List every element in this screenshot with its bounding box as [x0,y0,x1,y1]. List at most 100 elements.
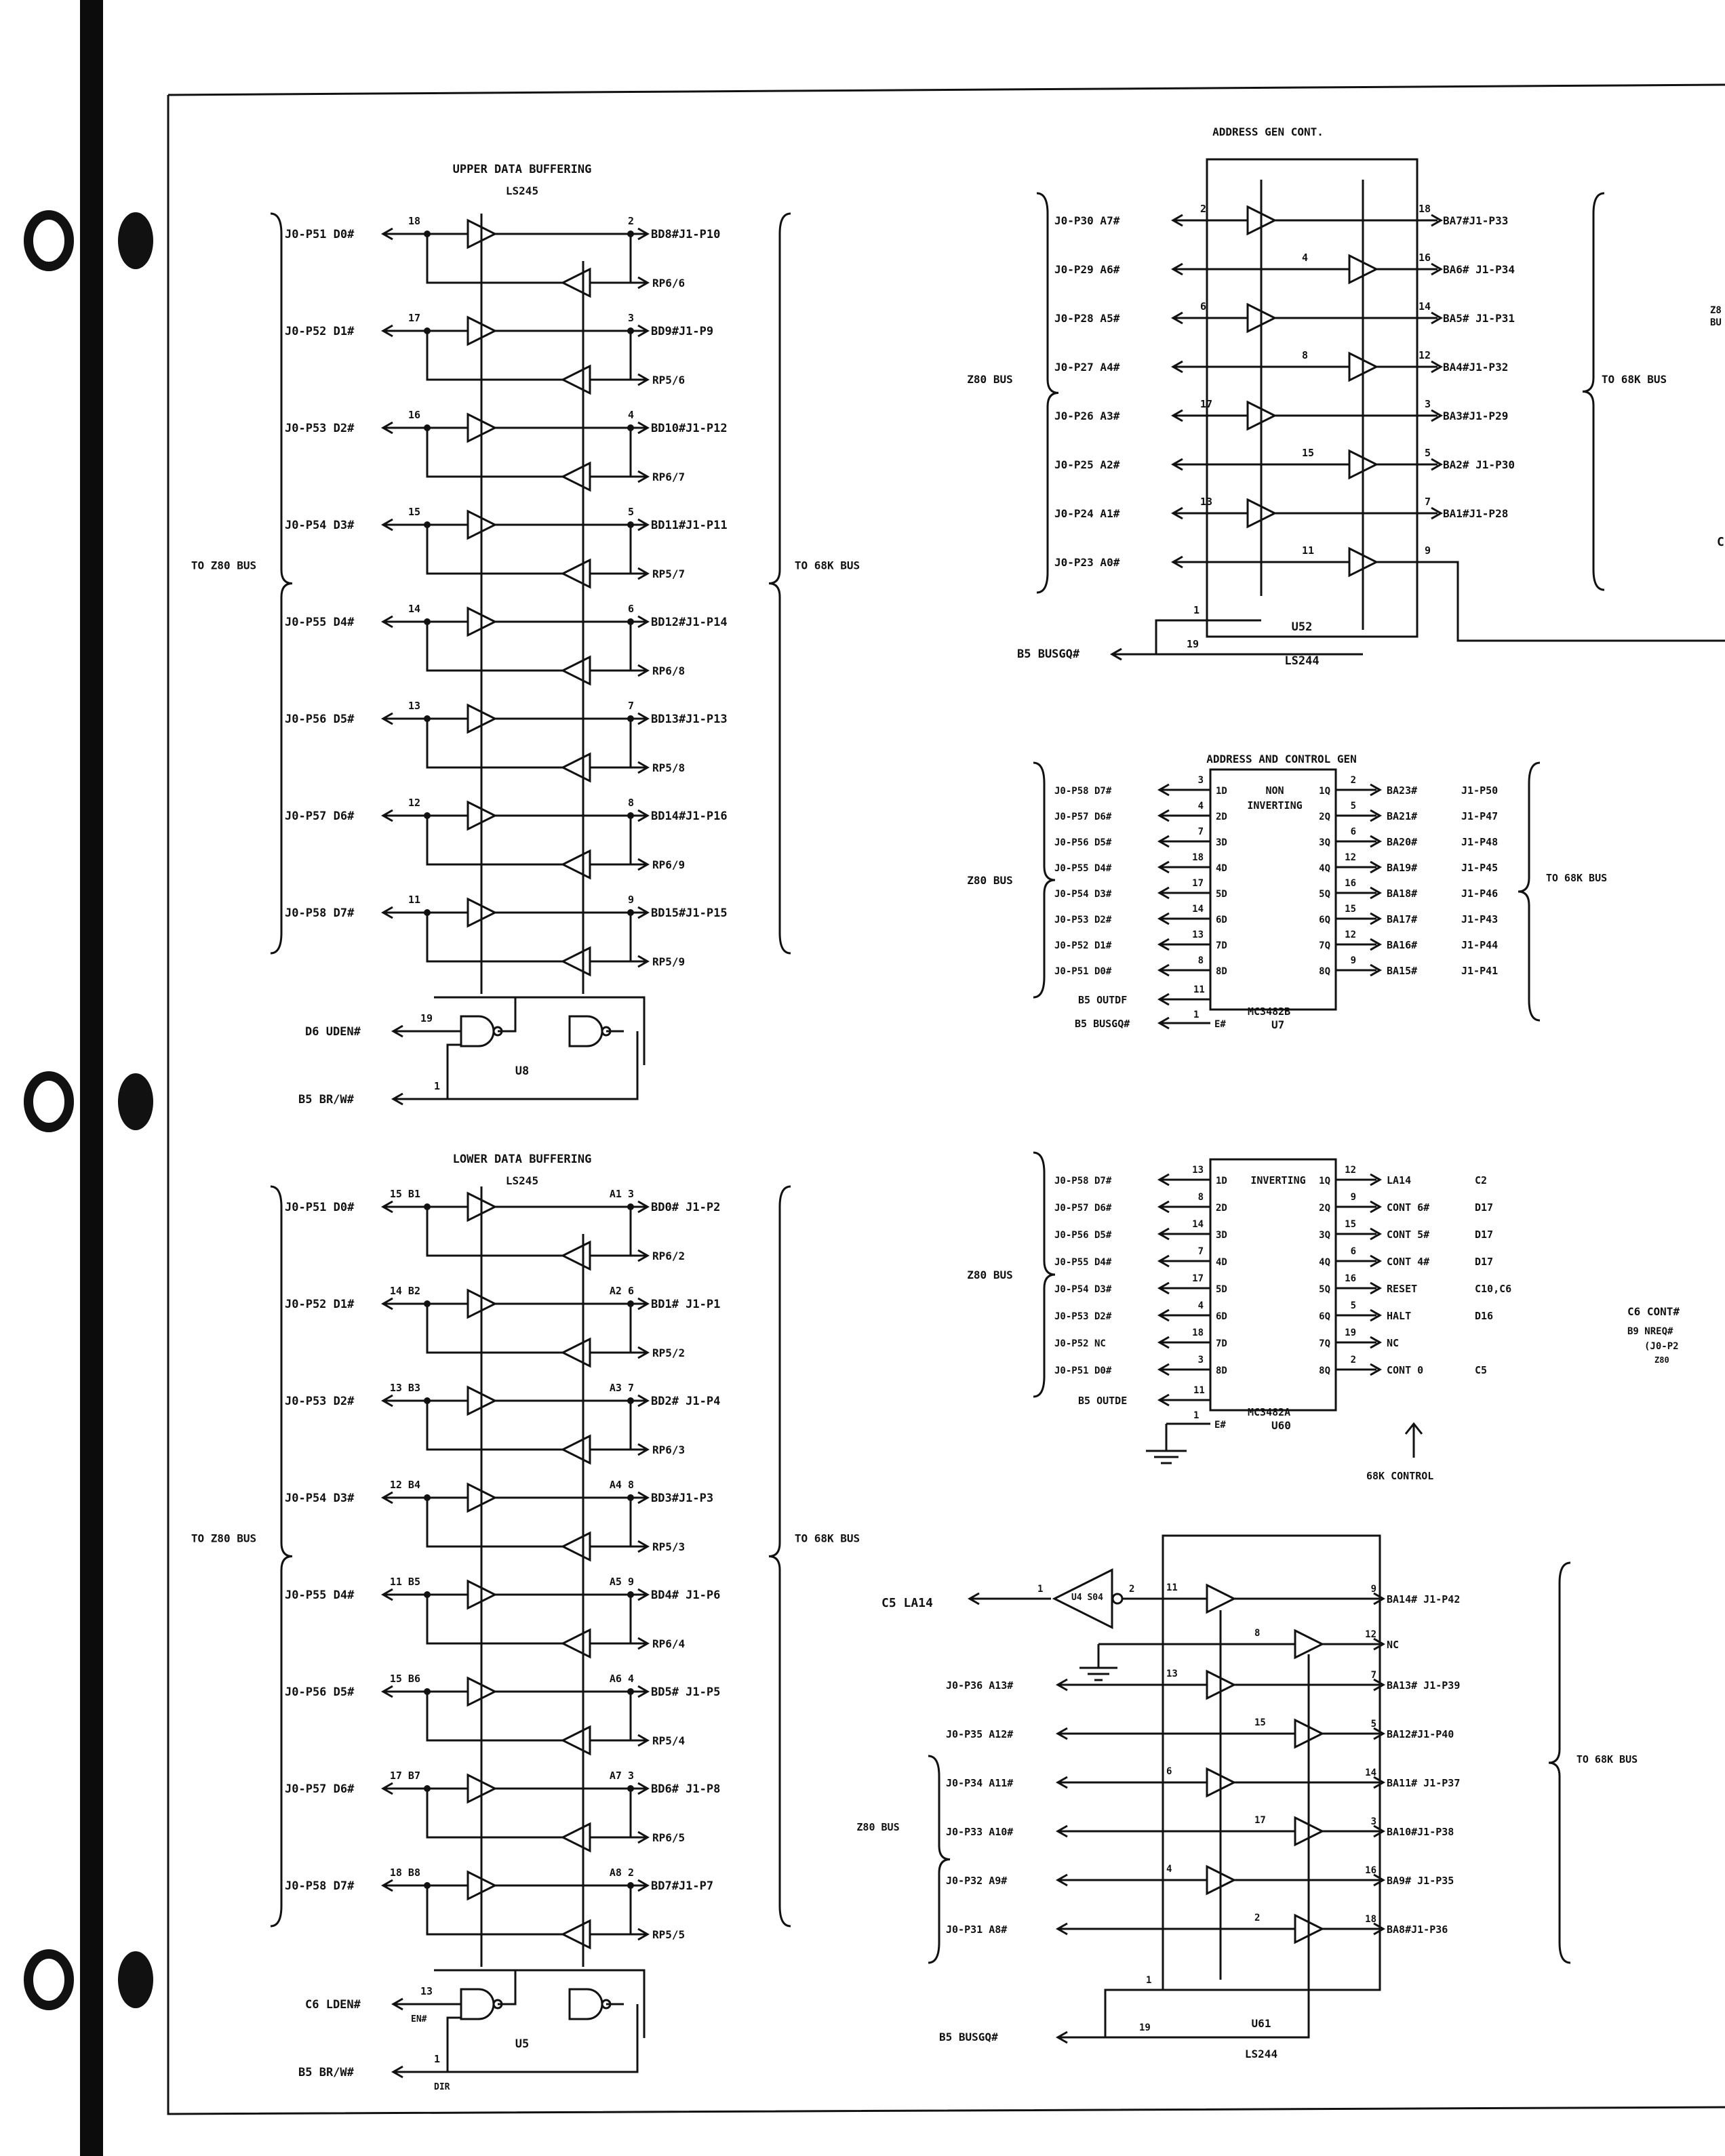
pin-number: 16 [1419,252,1431,264]
arrow-right [637,1588,650,1601]
pin-number: A8 2 [610,1866,634,1879]
input-label: J0-P53 D2# [1054,915,1112,925]
pin-number: 7 [1198,1246,1204,1257]
pin-number: 12 [1345,1165,1356,1176]
pin-number: 2 [1200,203,1206,215]
pullup-label: RP5/7 [652,567,685,580]
chip-label: LS245 [506,1174,538,1187]
output-label: NC [1387,1337,1399,1349]
left-bus-brace [1033,1151,1056,1398]
arrow-right [1431,409,1444,422]
edge-fragment: B9 NREQ# [1627,1326,1673,1337]
wire [426,428,563,478]
control-wire [393,2016,461,2073]
arrow-right [637,1540,650,1553]
input-label: J0-P55 D4# [1054,863,1112,874]
connector-label: J1-P44 [1461,939,1498,951]
wire [426,1401,563,1451]
pin-number: 9 [1351,955,1356,966]
output-label: BA15# [1387,965,1417,977]
pin-number: A3 7 [610,1382,634,1394]
edge-fragment: Z80 [1654,1355,1669,1365]
arrow-right [637,567,650,580]
arrow-right [1370,835,1383,848]
pin-number: 19 [1139,2022,1151,2033]
input-label: J0-P29 A6# [1054,263,1120,276]
wire [426,525,563,575]
arrow-right [637,373,650,386]
edge-fragment: (J0-P2 [1644,1341,1679,1352]
right-bus-brace [1548,1561,1571,1964]
right-bus-brace [768,1185,791,1928]
section-title: ADDRESS GEN CONT. [1212,125,1324,138]
left-bus-label: Z80 BUS [856,1821,899,1833]
pin-number: 4 [1166,1864,1172,1875]
driver-to-z80 [560,461,591,492]
pin-number: 7 [1425,496,1431,508]
arrow-right [637,1782,650,1795]
arrow-right [1431,360,1444,374]
pin-function: 4Q [1319,863,1330,874]
pin-function: 8Q [1319,966,1330,977]
wire [426,622,563,672]
arrow-right [1370,860,1383,874]
input-label: J0-P52 D1# [285,325,355,338]
pin-function: 2Q [1319,1203,1330,1214]
pin-function: 6Q [1319,915,1330,925]
arrow-right [1431,506,1444,520]
arrow-right [637,1831,650,1844]
pin-number: 1 [1193,1010,1199,1020]
pin-number: 3 [1198,775,1204,786]
pin-number: 12 [1345,930,1356,940]
input-label: J0-P51 D0# [285,228,355,241]
pin-number: 5 [1371,1719,1376,1730]
pullup-label: RP6/5 [652,1831,685,1844]
left-bus-brace [1033,761,1056,999]
nand-gate-b [568,1988,603,2020]
connector-label: J1-P47 [1461,810,1498,822]
chip-outline [1206,158,1419,638]
control-wire [434,996,646,1065]
input-label: J0-P57 D6# [285,810,355,823]
driver-to-z80 [560,752,591,783]
output-label: BA23# [1387,784,1417,797]
buffer [1294,1629,1325,1660]
wire [426,1885,563,1936]
pin-number: 3 [1371,1816,1376,1827]
pin-number: 18 [1365,1914,1376,1925]
input-label: J0-P52 D1# [1054,940,1112,951]
edge-fragment: Z8 [1710,305,1722,316]
arrow-right [637,1879,650,1892]
binder-ring-middle [24,1071,74,1132]
left-bus-label: Z80 BUS [967,1269,1012,1281]
control-label: B5 BUSGQ# [1075,1018,1130,1030]
output-label: BD9#J1-P9 [651,325,713,338]
arrow-right [637,1928,650,1941]
driver-to-z80 [560,1628,591,1659]
edge-fragment: C [1717,535,1724,549]
pin-function: 7Q [1319,940,1330,951]
driver-to-z80 [560,267,591,298]
input-label: J0-P52 D1# [285,1298,355,1311]
edge-fragment: BU [1710,317,1722,328]
output-label: BD7#J1-P7 [651,1879,713,1893]
right-bus-label: TO 68K BUS [1546,872,1607,884]
reference-label: C5 [1475,1364,1487,1376]
arrow-right [637,955,650,968]
output-label: BD3#J1-P3 [651,1492,713,1505]
reference-label: D17 [1475,1256,1493,1268]
control-label: B5 OUTDF [1078,994,1127,1006]
left-bus-brace [270,1185,293,1928]
pin-number: 14 [408,603,420,615]
output-label: BA4#J1-P32 [1443,361,1508,374]
pin-function: 2D [1216,1203,1227,1214]
pin-function: 2D [1216,812,1227,822]
driver-to-z80 [560,655,591,686]
chip-label: MC3482A [1248,1406,1290,1418]
pin-number: 14 [1419,300,1431,313]
output-label: BA20# [1387,836,1417,848]
control-label: B5 OUTDE [1078,1395,1127,1407]
pin-number: 19 [420,1012,433,1024]
